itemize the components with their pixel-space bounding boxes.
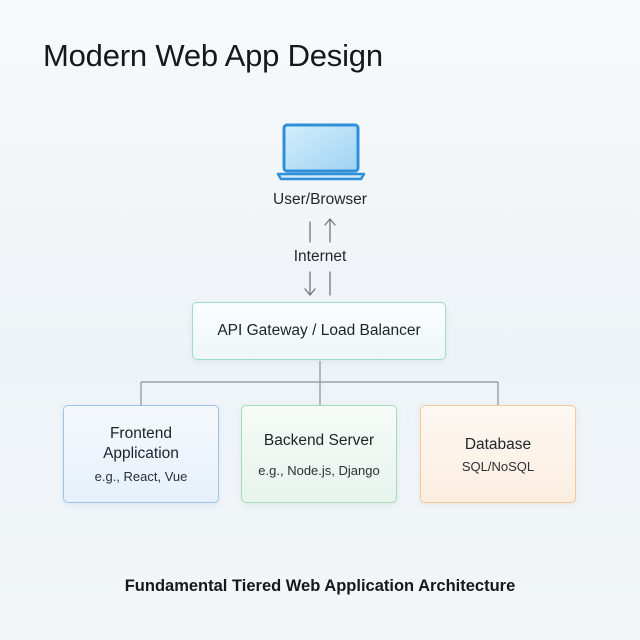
laptop-icon — [276, 123, 366, 181]
user-browser-label: User/Browser — [273, 191, 367, 208]
api-gateway-label: API Gateway / Load Balancer — [217, 322, 421, 339]
database-tier-box: Database SQL/NoSQL — [420, 405, 576, 503]
diagram-caption: Fundamental Tiered Web Application Archi… — [124, 577, 516, 595]
diagram-title: Modern Web App Design — [43, 38, 383, 73]
frontend-tier-name: Frontend Application — [103, 425, 179, 462]
request-response-arrows — [304, 218, 336, 296]
api-gateway-box: API Gateway / Load Balancer — [192, 302, 446, 360]
database-tier-detail: SQL/NoSQL — [461, 458, 535, 474]
internet-label: Internet — [293, 248, 347, 265]
backend-tier-name: Backend Server — [263, 431, 375, 449]
database-tier-name: Database — [464, 435, 532, 453]
frontend-tier-box: Frontend Application e.g., React, Vue — [63, 405, 219, 503]
backend-tier-detail: e.g., Node.js, Django — [258, 462, 380, 478]
frontend-tier-detail: e.g., React, Vue — [94, 469, 188, 484]
backend-tier-box: Backend Server e.g., Node.js, Django — [241, 405, 397, 503]
